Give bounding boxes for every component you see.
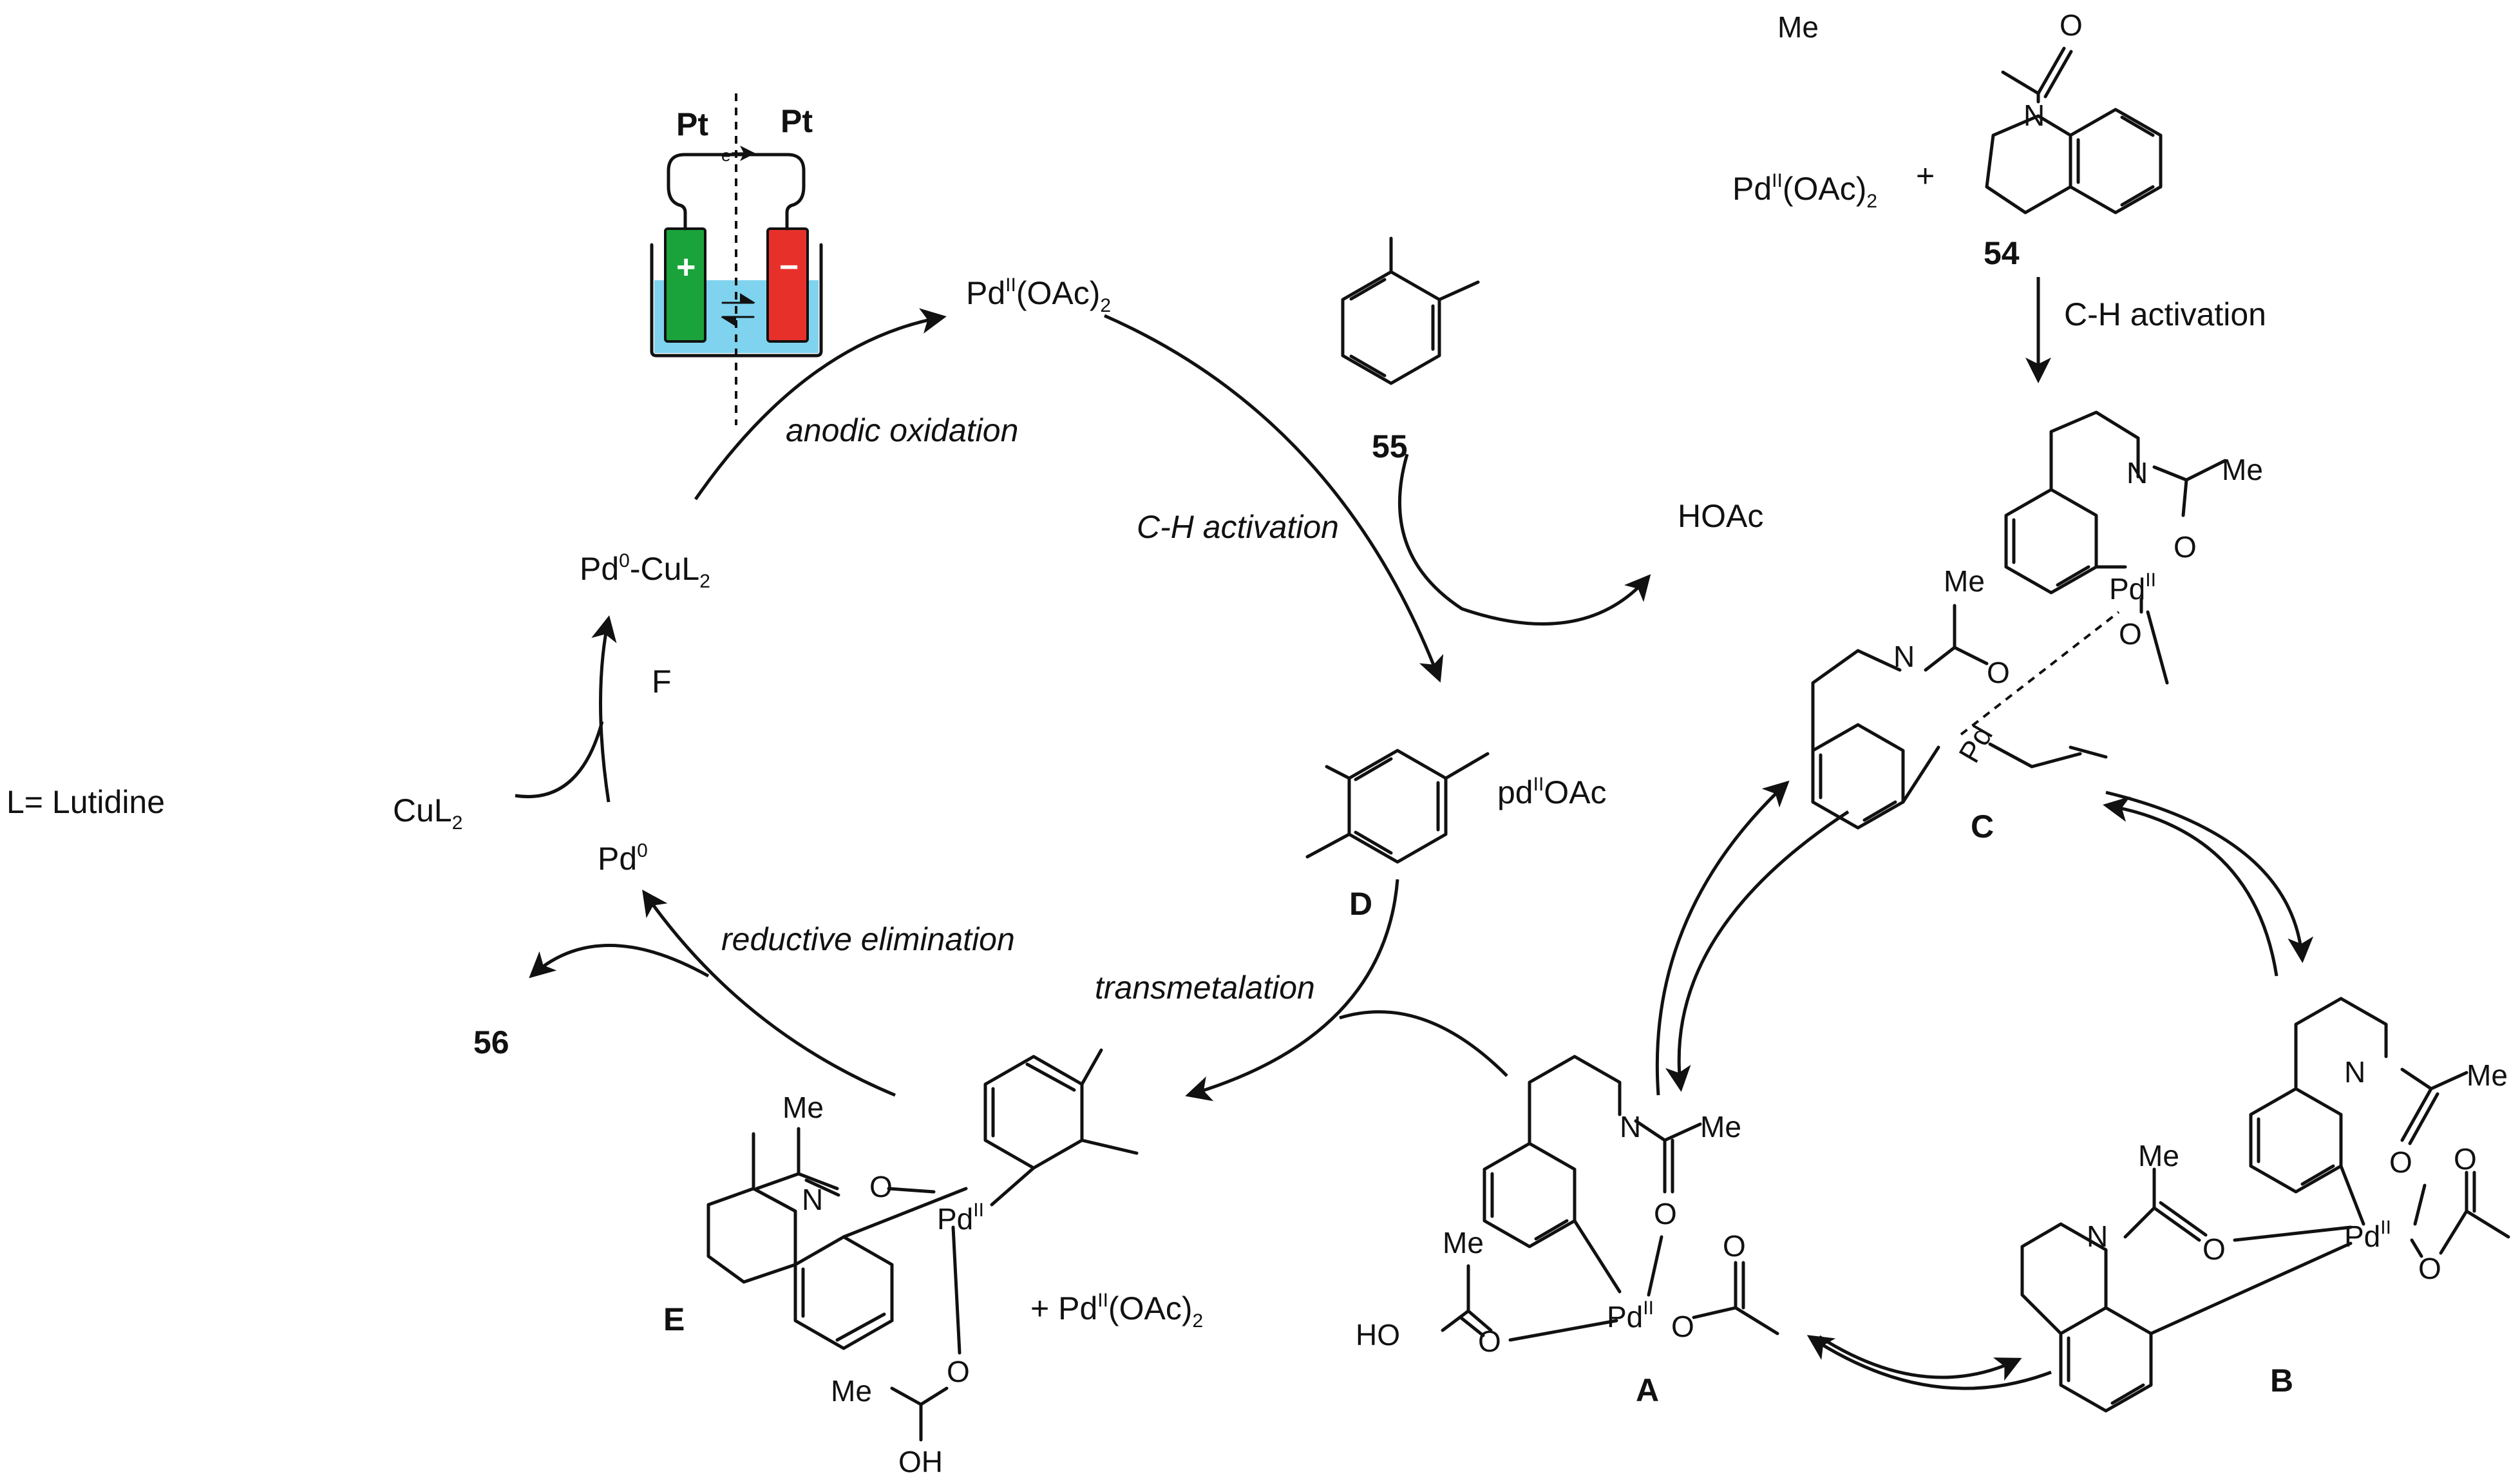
e-o: O [869, 1170, 893, 1203]
lutidine-definition: L= Lutidine [6, 784, 165, 820]
ch-activation-label-cycle: C-H activation [1137, 509, 1339, 545]
transmetalation-label: transmetalation [1095, 970, 1315, 1006]
pd0-cul2: Pd0-CuL2 [580, 550, 710, 592]
pd0-to-pdcu-arrow [591, 615, 617, 803]
transmetalation-join-curve [1339, 1010, 1508, 1077]
c-o-bottom: O [1987, 656, 2010, 689]
electron-label: e⁻ [721, 146, 739, 165]
compound-54-label: 54 [1984, 235, 2020, 271]
compound-55-label: 55 [1372, 428, 1408, 464]
c-pd-bottom: Pd [1952, 720, 1999, 769]
e-pd: PdII [937, 1200, 984, 1236]
a-o: O [1654, 1197, 1677, 1230]
label-d: D [1349, 886, 1372, 922]
intermediate-e: Me N O PdII O Me OH E + PdII(OAc)2 [663, 1048, 1203, 1478]
minus-sign: − [779, 249, 799, 286]
label-c: C [1971, 808, 1994, 845]
reductive-elimination-label: reductive elimination [721, 921, 1015, 957]
a-n: N [1620, 1110, 1641, 1143]
b-me-top: Me [2467, 1058, 2508, 1092]
d-pd-oac: pdIIOAc [1497, 774, 1607, 810]
product-56-arrow [529, 944, 710, 979]
c-o-oac: O [2119, 617, 2142, 651]
b-to-c-arrow [2103, 796, 2278, 977]
c54-n: N [2023, 99, 2045, 132]
b-o-bottom: O [2203, 1232, 2226, 1266]
intermediate-b: N Me O PdII O O N Me O B [2020, 997, 2510, 1413]
reductive-elimination-arrow [642, 889, 896, 1097]
cul2-joining-curve [515, 721, 604, 798]
label-e: E [663, 1301, 685, 1337]
hoac: HOAc [1678, 498, 1763, 534]
right-ch-activation-label: C-H activation [2064, 296, 2266, 332]
c-o-top: O [2174, 530, 2197, 564]
electrochemical-cell: Pt Pt e⁻ + − [650, 93, 823, 425]
pd-oac2-top: PdII(OAc)2 [966, 274, 1111, 316]
c54-o: O [2060, 8, 2083, 42]
main-catalytic-cycle: PdII(OAc)2 anodic oxidation Pd0-CuL2 F C… [6, 236, 1763, 1478]
c-me-bottom: Me [1944, 564, 1985, 598]
a-to-c-arrow [1655, 780, 1790, 1096]
e-me2: Me [831, 1374, 872, 1408]
a-ho: HO [1356, 1318, 1400, 1352]
a-me: Me [1700, 1110, 1741, 1143]
b-o-oac: O [2418, 1252, 2441, 1285]
c-me-top: Me [2222, 453, 2263, 486]
right-pd-oac2: PdII(OAc)2 [1732, 170, 1877, 212]
c-n-top: N [2127, 456, 2148, 490]
mechanism-panel: PdII(OAc)2 + Me O N 54 C-H activation [1356, 8, 2510, 1413]
intermediate-d: pdIIOAc D [1305, 749, 1607, 922]
right-plus: + [1916, 158, 1935, 194]
cul2: CuL2 [393, 792, 462, 834]
intermediate-c: Me N O PdII O Me N O Pd C [1811, 410, 2263, 845]
b-to-a-arrow [1806, 1335, 2052, 1390]
plus-pd-oac2: + PdII(OAc)2 [1030, 1290, 1203, 1332]
b-me-bottom: Me [2138, 1139, 2179, 1172]
pd0: Pd0 [598, 840, 648, 877]
plus-sign: + [676, 249, 696, 286]
cathode-label: Pt [781, 103, 813, 139]
b-pd: PdII [2344, 1217, 2391, 1253]
c-n-bottom: N [1893, 640, 1915, 673]
e-me: Me [782, 1091, 824, 1124]
b-n-bottom: N [2087, 1220, 2108, 1253]
b-o-carbonyl: O [2454, 1142, 2477, 1176]
e-o2: O [947, 1355, 970, 1388]
c54-me: Me [1777, 10, 1819, 44]
c-to-a-arrow [1665, 810, 1850, 1092]
anodic-oxidation-arrow [694, 308, 947, 501]
b-n-top: N [2344, 1055, 2365, 1089]
e-n: N [802, 1183, 823, 1216]
ch-activation-arrow [1103, 314, 1444, 683]
e-oh: OH [898, 1445, 943, 1478]
a-pd: PdII [1607, 1297, 1654, 1334]
compound-54: Me O N 54 [1777, 8, 2163, 271]
a-o-oac: O [1671, 1310, 1694, 1343]
anodic-oxidation-label: anodic oxidation [786, 412, 1018, 448]
c-to-b-arrow [2105, 790, 2314, 963]
hoac-release-arrow [1398, 454, 1651, 626]
c-pd-top: PdII [2109, 569, 2156, 606]
label-b: B [2270, 1363, 2293, 1399]
compound-56-label: 56 [473, 1024, 509, 1060]
intermediate-a: N Me O PdII O O Me HO O A [1356, 1055, 1779, 1408]
a-to-b-arrow [1818, 1335, 2022, 1381]
f-label: F [652, 664, 672, 700]
a-o-carbonyl: O [1723, 1229, 1746, 1263]
a-o-acid: O [1478, 1325, 1501, 1358]
o-xylene-55: 55 [1341, 236, 1480, 464]
transmetalation-arrow [1185, 879, 1399, 1102]
a-me-acid: Me [1443, 1226, 1484, 1259]
anode-label: Pt [676, 106, 708, 142]
label-a: A [1636, 1372, 1659, 1408]
b-o-top: O [2389, 1145, 2412, 1179]
